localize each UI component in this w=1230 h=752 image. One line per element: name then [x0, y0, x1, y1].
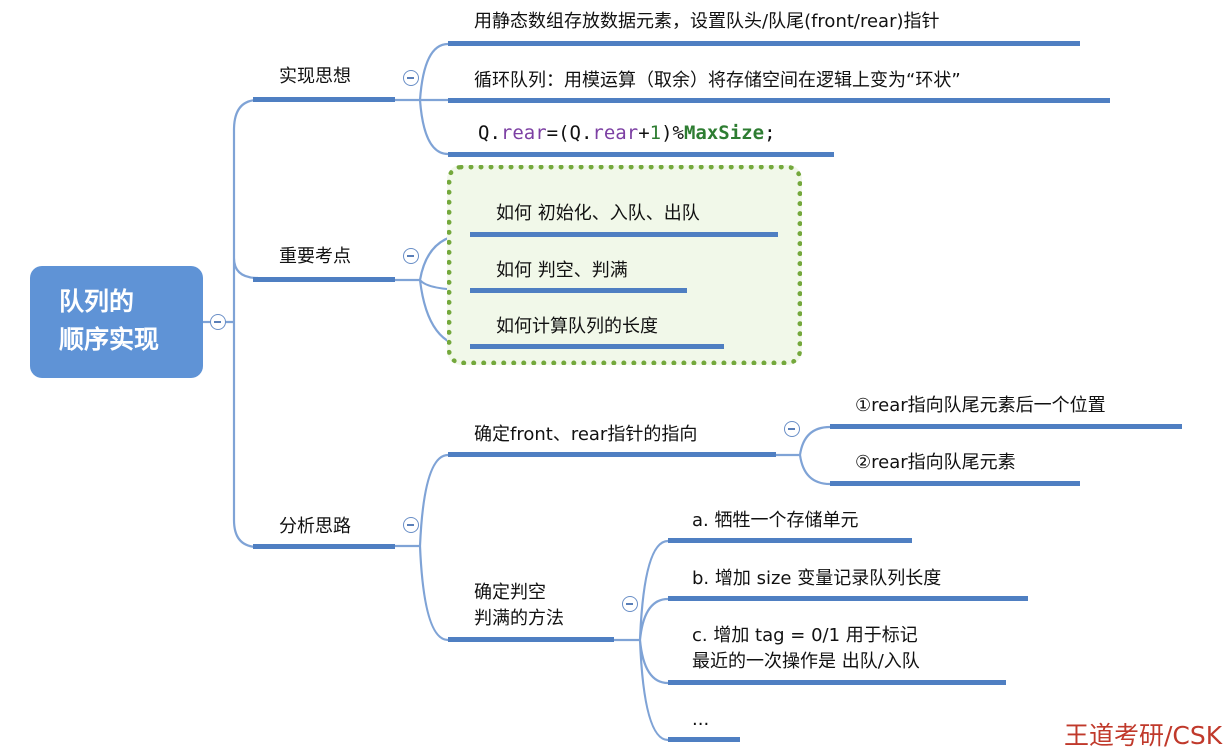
code-part: + — [638, 122, 650, 144]
branch-analysis-label: 分析思路 — [279, 516, 351, 537]
branch-idea-label: 实现思想 — [279, 66, 351, 87]
collapse-analysis-toggle[interactable] — [403, 517, 419, 533]
method-child-a: a. 牺牲一个存储单元 — [692, 510, 859, 531]
method-child-c-underline — [668, 680, 1006, 685]
root-node[interactable]: 队列的 顺序实现 — [30, 266, 203, 378]
pointer-child-2: ②rear指向队尾元素 — [855, 452, 1016, 473]
collapse-method-toggle[interactable] — [622, 596, 638, 612]
watermark: 王道考研/CSK — [1064, 721, 1223, 750]
analysis-method-label: 确定判空 判满的方法 — [474, 580, 564, 632]
idea-child-2-underline — [448, 98, 1110, 103]
code-field: rear — [592, 122, 639, 144]
code-constant: MaxSize — [683, 122, 765, 144]
connector-pointer — [776, 425, 831, 486]
branch-analysis-underline — [253, 544, 395, 549]
idea-code-underline — [448, 152, 834, 157]
idea-code-formula: Q.rear=(Q.rear+1)%MaxSize; — [478, 120, 776, 146]
code-part: )% — [661, 122, 684, 144]
method-child-more: ... — [692, 709, 710, 730]
root-line-1: 队列的 — [59, 287, 135, 316]
method-child-c-line-1: c. 增加 tag = 0/1 用于标记 — [692, 625, 918, 646]
code-part: Q. — [478, 122, 501, 144]
trunk-main — [218, 98, 259, 549]
keypoints-child-1: 如何 初始化、入队、出队 — [496, 203, 700, 224]
method-child-a-underline — [668, 538, 912, 543]
method-child-b-underline — [668, 596, 1028, 601]
method-child-c: c. 增加 tag = 0/1 用于标记 最近的一次操作是 出队/入队 — [692, 623, 920, 675]
collapse-keypoints-toggle[interactable] — [403, 248, 419, 264]
connector-method — [614, 539, 669, 742]
collapse-pointer-toggle[interactable] — [784, 421, 800, 437]
idea-child-1-underline — [448, 41, 1080, 46]
code-number: 1 — [649, 122, 662, 144]
root-line-2: 顺序实现 — [59, 325, 160, 354]
pointer-child-1-underline — [830, 424, 1182, 429]
keypoints-child-1-underline — [470, 232, 778, 237]
idea-child-2: 循环队列：用模运算（取余）将存储空间在逻辑上变为“环状” — [474, 70, 961, 91]
method-line-2: 判满的方法 — [474, 608, 564, 629]
keypoints-highlight-box — [447, 165, 802, 365]
branch-keypoints-underline — [253, 277, 395, 282]
collapse-idea-toggle[interactable] — [403, 70, 419, 86]
pointer-child-2-underline — [830, 481, 1080, 486]
method-child-more-underline — [668, 737, 740, 742]
idea-child-1: 用静态数组存放数据元素，设置队头/队尾(front/rear)指针 — [474, 11, 940, 32]
keypoints-child-2-underline — [470, 288, 687, 293]
collapse-root-toggle[interactable] — [210, 314, 226, 330]
branch-keypoints-label: 重要考点 — [279, 246, 351, 267]
connector-idea — [395, 42, 449, 156]
keypoints-child-3: 如何计算队列的长度 — [496, 316, 658, 337]
code-part: =(Q. — [546, 122, 593, 144]
code-field: rear — [500, 122, 547, 144]
pointer-child-1: ①rear指向队尾元素后一个位置 — [855, 395, 1106, 416]
code-part: ; — [764, 122, 776, 144]
analysis-method-underline — [448, 637, 614, 642]
method-child-b: b. 增加 size 变量记录队列长度 — [692, 568, 942, 589]
connector-analysis — [395, 453, 449, 642]
connector-keypoints — [395, 232, 471, 349]
method-line-1: 确定判空 — [474, 582, 546, 603]
keypoints-child-3-underline — [470, 344, 724, 349]
branch-idea-underline — [253, 97, 395, 102]
analysis-pointer-underline — [448, 452, 776, 457]
method-child-c-line-2: 最近的一次操作是 出队/入队 — [692, 651, 920, 672]
analysis-pointer-label: 确定front、rear指针的指向 — [474, 424, 698, 445]
keypoints-child-2: 如何 判空、判满 — [496, 260, 628, 281]
